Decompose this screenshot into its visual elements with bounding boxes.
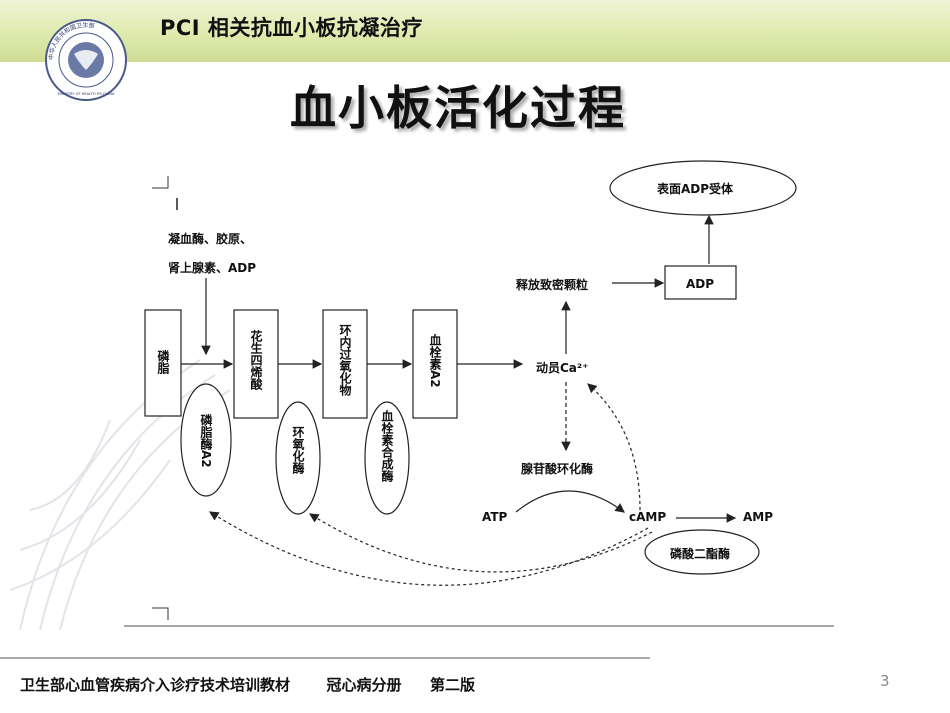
footer: 卫生部心血管疾病介入诊疗技术培训教材 冠心病分册 第二版 (20, 674, 475, 695)
box-thromboxane-label: 血栓素A2 (428, 333, 442, 388)
header-title: PCI 相关抗血小板抗凝治疗 (160, 16, 423, 40)
box-arachidonic-acid-label: 花生四烯酸 (249, 329, 263, 391)
release-dense-granules: 释放致密颗粒 (516, 277, 588, 292)
header-band (0, 0, 950, 62)
enzyme-phospholipase-label: 磷脂酶A2 (199, 413, 213, 468)
enzyme-txa-synthase (364, 401, 410, 515)
footer-volume: 冠心病分册 (326, 676, 402, 694)
adenylyl-cyclase: 腺苷酸环化酶 (521, 461, 593, 476)
adp-receptor (609, 160, 797, 216)
box-phospholipid-label: 磷脂 (156, 349, 170, 375)
stimuli-line2: 肾上腺素、ADP (168, 260, 256, 275)
slide-title: 血小板活化过程 (290, 81, 626, 135)
box-endoperoxide-label: 环内过氧化物 (338, 324, 352, 397)
footer-book: 卫生部心血管疾病介入诊疗技术培训教材 (20, 676, 291, 694)
box-arachidonic-acid (233, 309, 279, 419)
box-thromboxane (412, 309, 458, 419)
page-number: 3 (880, 672, 890, 690)
enzyme-cyclooxygenase (275, 401, 321, 515)
atp-label: ATP (482, 510, 508, 524)
enzyme-cyclooxygenase-label: 环氧化酶 (291, 426, 305, 475)
footer-edition: 第二版 (429, 676, 475, 694)
enzyme-txa-synthase-label: 血栓素合成酶 (380, 409, 394, 483)
adp-box (664, 265, 737, 300)
ministry-logo: 中华人民共和国卫生部 MINISTRY OF HEALTH P.R.CHINA (45, 19, 127, 101)
enzyme-phospholipase (180, 383, 232, 497)
adp-receptor-label: 表面ADP受体 (656, 181, 734, 196)
adp-box-label: ADP (686, 277, 714, 291)
box-endoperoxide (322, 309, 368, 419)
amp-label: AMP (743, 510, 773, 524)
calcium-mobilization: 动员Ca²⁺ (536, 361, 589, 375)
stimuli-line1: 凝血酶、胶原、 (168, 231, 252, 246)
camp-label: cAMP (629, 510, 666, 524)
box-phospholipid (144, 309, 182, 417)
phosphodiesterase-label: 磷酸二酯酶 (670, 546, 730, 561)
logo-ring-text-en: MINISTRY OF HEALTH P.R.CHINA (58, 92, 115, 96)
phosphodiesterase (644, 529, 760, 575)
